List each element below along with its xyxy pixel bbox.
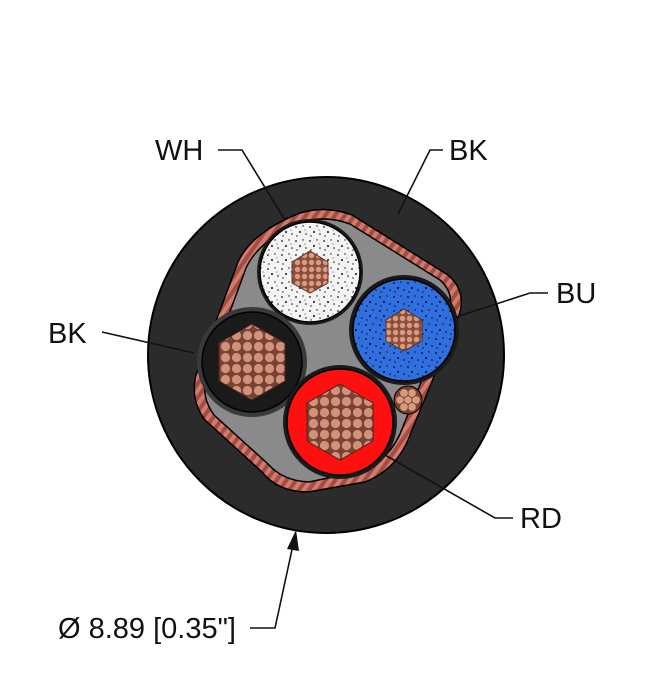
leader-diameter — [250, 544, 294, 629]
leader-bk-conductor — [101, 331, 195, 354]
conductor-blue — [349, 275, 459, 385]
label-bu: BU — [556, 278, 596, 310]
diameter-arrowhead — [287, 530, 299, 551]
leader-bk-jacket — [397, 149, 443, 215]
label-diameter: Ø 8.89 [0.35"] — [58, 613, 236, 645]
drain-wire — [393, 385, 423, 415]
label-bk-conductor: BK — [48, 318, 87, 350]
leader-rd — [384, 454, 513, 519]
conductor-white — [257, 219, 363, 325]
label-bk-jacket: BK — [449, 135, 488, 167]
label-wh: WH — [155, 135, 203, 167]
leader-wh — [218, 149, 286, 221]
conductor-black — [197, 307, 307, 417]
label-rd: RD — [520, 503, 562, 535]
leader-bu — [452, 292, 548, 319]
conductor-red — [283, 365, 397, 479]
